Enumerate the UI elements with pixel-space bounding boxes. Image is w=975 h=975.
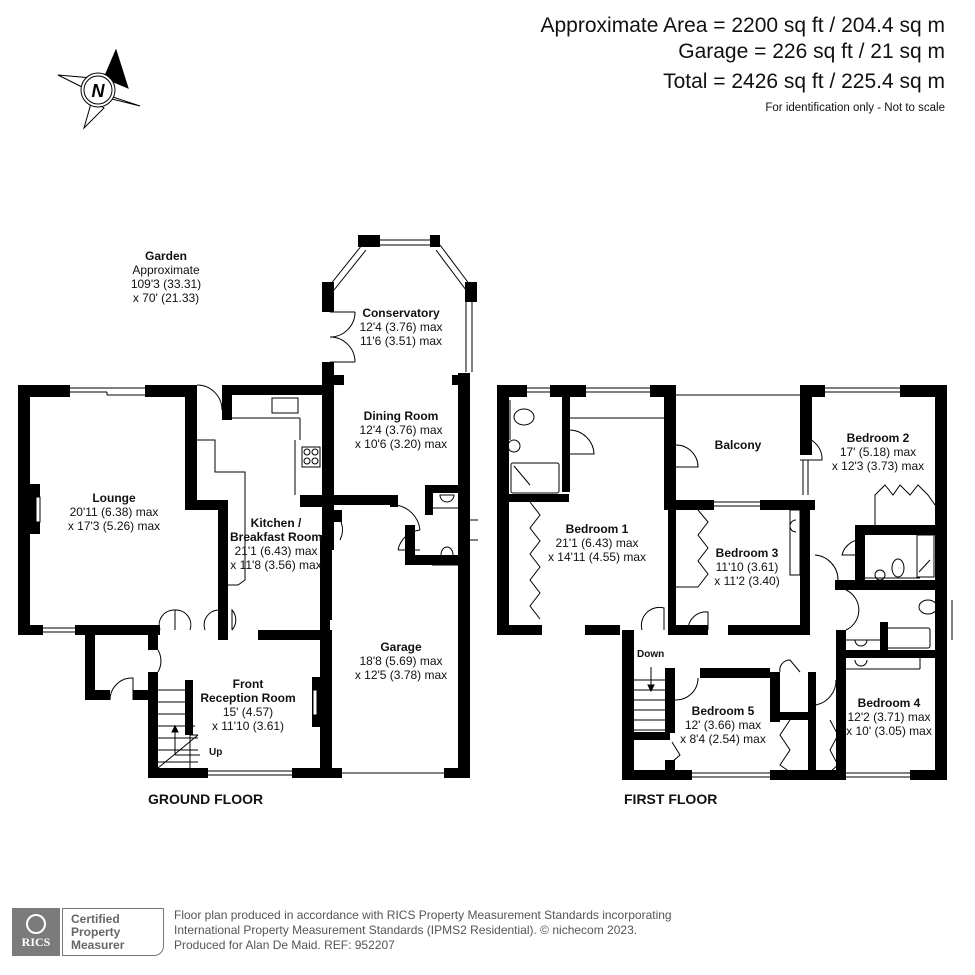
stairs-down-label: Down <box>637 649 665 660</box>
rics-logo: RICS <box>12 908 60 956</box>
ground-floor-fixtures <box>35 239 478 776</box>
approximate-area-text: Approximate Area = 2200 sq ft / 204.4 sq… <box>540 14 946 37</box>
garage-label: Garage 18'8 (5.69) max x 12'5 (3.78) max <box>354 640 448 682</box>
bedroom3-label: Bedroom 3 11'10 (3.61) x 11'2 (3.40) <box>714 546 780 588</box>
conservatory-label: Conservatory 12'4 (3.76) max 11'6 (3.51)… <box>359 306 443 348</box>
first-floor-fixtures <box>507 387 953 778</box>
scale-note: For identification only - Not to scale <box>765 102 945 114</box>
dining-room-label: Dining Room 12'4 (3.76) max x 10'6 (3.20… <box>354 409 448 451</box>
kitchen-label: Kitchen / Breakfast Room 21'1 (6.43) max… <box>229 516 323 572</box>
stairs-up-label: Up <box>209 747 223 758</box>
bedroom1-label: Bedroom 1 21'1 (6.43) max x 14'11 (4.55)… <box>547 522 647 564</box>
svg-text:N: N <box>92 81 106 101</box>
total-area-text: Total = 2426 sq ft / 225.4 sq m <box>663 70 945 93</box>
certified-measurer-badge: Certified Property Measurer <box>62 908 164 956</box>
bedroom4-label: Bedroom 4 12'2 (3.71) max x 10' (3.05) m… <box>846 696 932 738</box>
front-reception-label: Front Reception Room 15' (4.57) x 11'10 … <box>200 677 296 733</box>
first-floor-walls <box>497 385 947 780</box>
garden-label: Garden Approximate 109'3 (33.31) x 70' (… <box>130 249 202 305</box>
ground-floor-walls <box>18 235 477 778</box>
bedroom2-label: Bedroom 2 17' (5.18) max x 12'3 (3.73) m… <box>831 431 925 473</box>
first-floor-title: FIRST FLOOR <box>624 791 718 807</box>
footer-disclaimer: Floor plan produced in accordance with R… <box>174 908 672 952</box>
ground-floor-title: GROUND FLOOR <box>148 791 264 807</box>
balcony-label: Balcony <box>714 438 762 452</box>
rics-lion-icon <box>26 914 46 934</box>
bedroom5-label: Bedroom 5 12' (3.66) max x 8'4 (2.54) ma… <box>680 704 766 746</box>
garage-area-text: Garage = 226 sq ft / 21 sq m <box>678 40 945 63</box>
north-compass-icon: N <box>57 48 141 130</box>
lounge-label: Lounge 20'11 (6.38) max x 17'3 (5.26) ma… <box>67 491 161 533</box>
